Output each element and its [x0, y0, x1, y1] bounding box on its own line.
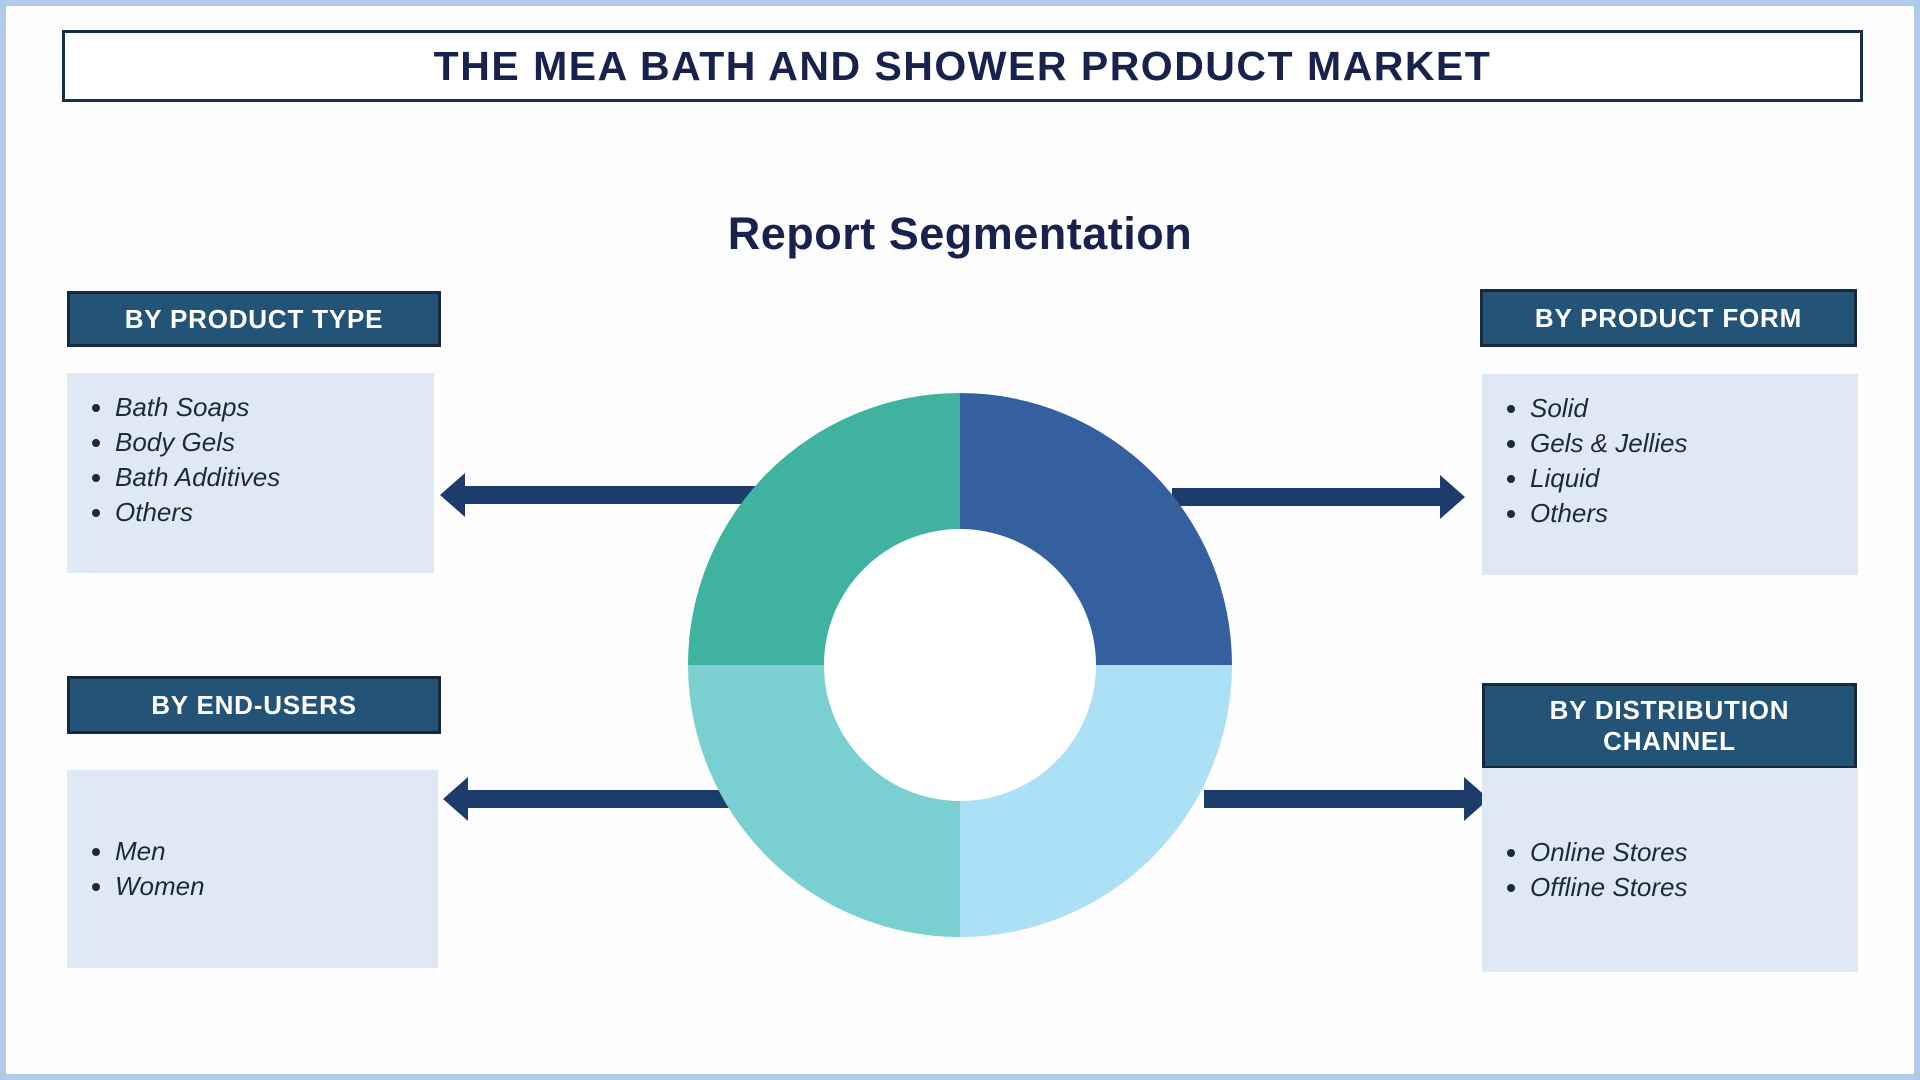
arrow-head-icon: [443, 777, 468, 821]
product-type-panel: Bath SoapsBody GelsBath AdditivesOthers: [67, 373, 434, 573]
product-form-panel: SolidGels & JelliesLiquidOthers: [1482, 374, 1858, 575]
list-item: Women: [115, 870, 428, 903]
donut-hole: [824, 529, 1096, 801]
list-item: Others: [1530, 497, 1848, 530]
list-item: Others: [115, 496, 424, 529]
list-item: Offline Stores: [1530, 871, 1848, 904]
product-type-list: Bath SoapsBody GelsBath AdditivesOthers: [67, 389, 434, 531]
arrow-right-top-icon: [1172, 475, 1465, 519]
list-item: Solid: [1530, 392, 1848, 425]
product-type-header: BY PRODUCT TYPE: [67, 291, 441, 347]
list-item: Bath Additives: [115, 461, 424, 494]
page-title: THE MEA BATH AND SHOWER PRODUCT MARKET: [433, 42, 1492, 89]
list-item: Online Stores: [1530, 836, 1848, 869]
arrow-shaft: [463, 486, 761, 504]
arrow-head-icon: [440, 473, 465, 517]
end-users-header: BY END-USERS: [67, 676, 441, 734]
arrow-left-bottom-icon: [443, 777, 766, 821]
end-users-panel: MenWomen: [67, 770, 438, 968]
list-item: Gels & Jellies: [1530, 427, 1848, 460]
product-form-list: SolidGels & JelliesLiquidOthers: [1482, 390, 1858, 532]
product-form-header: BY PRODUCT FORM: [1480, 289, 1857, 347]
list-item: Body Gels: [115, 426, 424, 459]
arrow-shaft: [1204, 790, 1466, 808]
arrow-shaft: [1172, 488, 1442, 506]
list-item: Men: [115, 835, 428, 868]
end-users-list: MenWomen: [67, 833, 438, 905]
distribution-channel-header: BY DISTRIBUTION CHANNEL: [1482, 683, 1857, 769]
list-item: Liquid: [1530, 462, 1848, 495]
donut-chart: [688, 393, 1232, 937]
arrow-shaft: [466, 790, 766, 808]
title-box: THE MEA BATH AND SHOWER PRODUCT MARKET: [62, 30, 1863, 102]
distribution-channel-list: Online StoresOffline Stores: [1482, 834, 1858, 906]
subtitle: Report Segmentation: [727, 208, 1193, 259]
distribution-channel-panel: Online StoresOffline Stores: [1482, 768, 1858, 972]
arrow-head-icon: [1440, 475, 1465, 519]
arrow-left-top-icon: [440, 473, 761, 517]
list-item: Bath Soaps: [115, 391, 424, 424]
arrow-right-bottom-icon: [1204, 777, 1489, 821]
